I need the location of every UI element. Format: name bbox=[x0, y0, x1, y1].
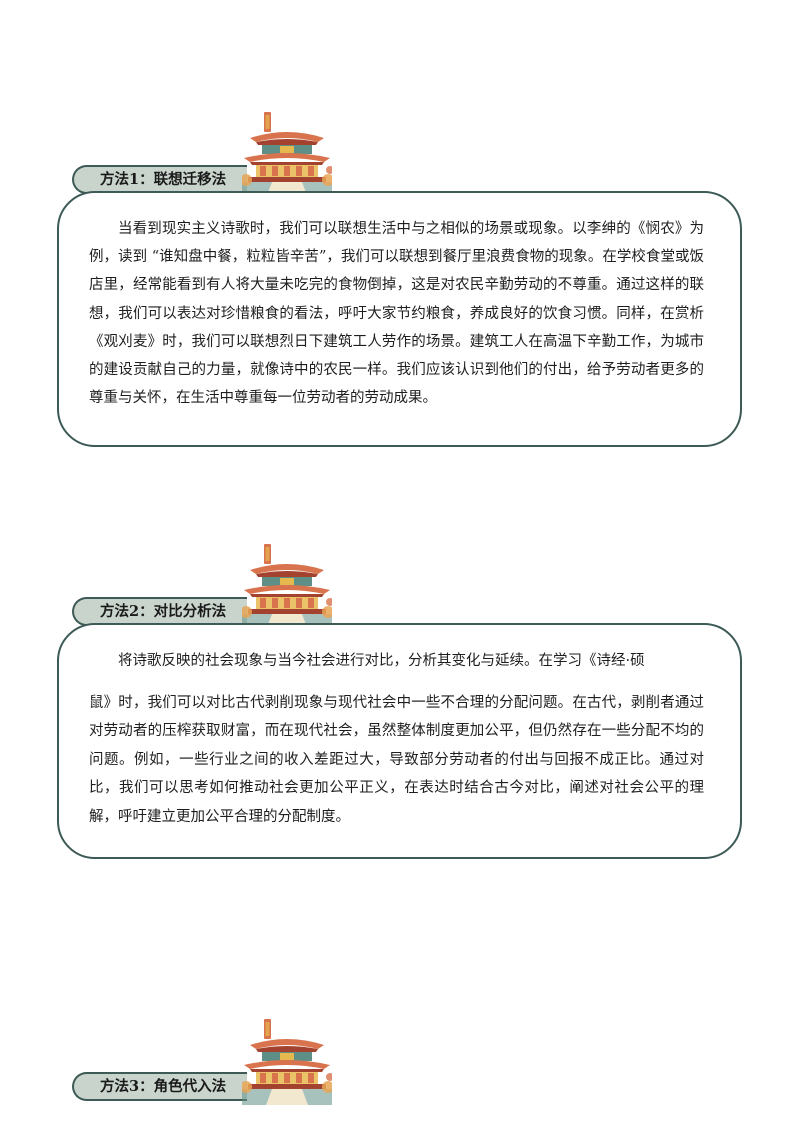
chinese-pavilion-icon bbox=[242, 544, 332, 630]
section-header-method-2: 方法2：对比分析法 bbox=[72, 541, 372, 630]
content-box-method-2: 将诗歌反映的社会现象与当今社会进行对比，分析其变化与延续。在学习《诗经·硕 鼠》… bbox=[57, 623, 742, 859]
chinese-pavilion-icon bbox=[242, 112, 332, 198]
paragraph: 将诗歌反映的社会现象与当今社会进行对比，分析其变化与延续。在学习《诗经·硕 bbox=[118, 653, 645, 669]
paragraph: 当看到现实主义诗歌时，我们可以联想生活中与之相似的场景或现象。以李绅的《悯农》为… bbox=[89, 221, 704, 407]
paragraph: 鼠》时，我们可以对比古代剥削现象与现代社会中一些不合理的分配问题。在古代，剥削者… bbox=[89, 695, 704, 825]
content-box-method-1: 当看到现实主义诗歌时，我们可以联想生活中与之相似的场景或现象。以李绅的《悯农》为… bbox=[57, 191, 742, 447]
section-header-method-1: 方法1：联想迁移法 bbox=[72, 109, 372, 198]
chinese-pavilion-icon bbox=[242, 1019, 332, 1105]
section-title: 方法1：联想迁移法 bbox=[72, 165, 247, 194]
section-title: 方法3：角色代入法 bbox=[72, 1072, 247, 1101]
section-title: 方法2：对比分析法 bbox=[72, 597, 247, 626]
section-header-method-3: 方法3：角色代入法 bbox=[72, 1016, 372, 1105]
